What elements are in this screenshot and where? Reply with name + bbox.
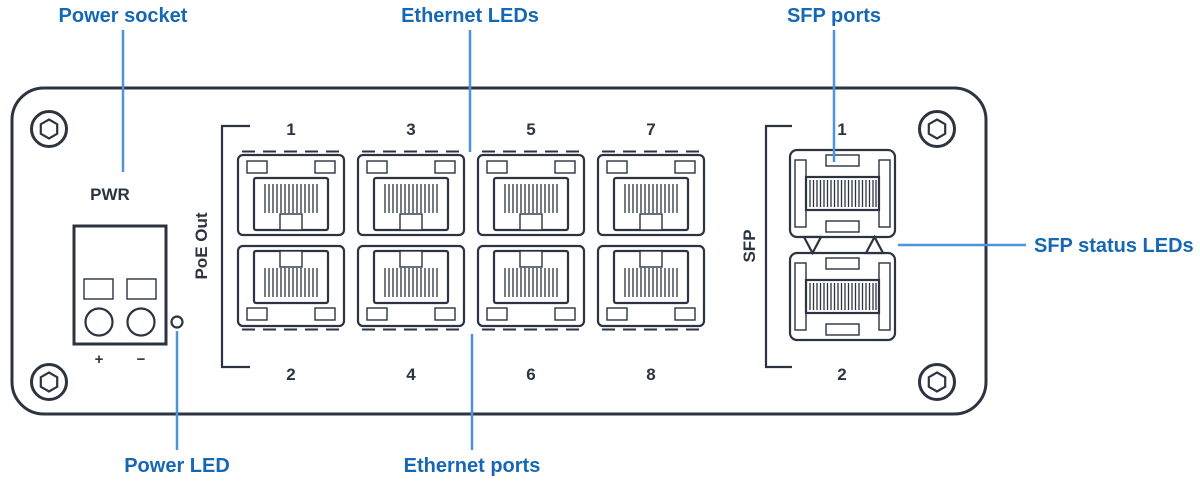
sfp-bracket-label: SFP — [740, 229, 759, 262]
corner-screw-bottom-right — [918, 363, 956, 401]
power-led-callout: Power LED — [124, 455, 230, 477]
ethernet-leds-callout: Ethernet LEDs — [401, 5, 539, 27]
ethernet-port-4 — [356, 244, 466, 331]
ethernet-port-3 — [356, 150, 466, 237]
power-terminal-left — [83, 278, 114, 300]
poe-bracket — [220, 124, 250, 369]
ethernet-port-number-1: 1 — [286, 120, 295, 139]
sfp-port-2 — [788, 251, 897, 342]
power-terminal-right — [126, 278, 157, 300]
power-screw-right — [126, 307, 156, 337]
ethernet-port-number-6: 6 — [526, 365, 535, 384]
sfp-status-led-down-triangle — [802, 235, 823, 256]
ethernet-bottom-numbers: 2 4 6 8 — [286, 365, 655, 384]
sfp-port-1 — [788, 148, 897, 239]
sfp-bracket — [764, 124, 792, 369]
power-led-indicator — [170, 315, 184, 329]
ethernet-port-8 — [596, 244, 706, 331]
ethernet-port-7 — [596, 150, 706, 237]
poe-bracket-label: PoE Out — [192, 212, 211, 279]
ethernet-top-numbers: 1 3 5 7 — [286, 120, 655, 139]
power-minus-sign: − — [137, 351, 146, 368]
sfp-status-led-up-triangle — [864, 234, 885, 255]
power-socket-group: PWR + − — [72, 185, 184, 368]
ethernet-port-number-2: 2 — [286, 365, 295, 384]
sfp-status-leds-callout: SFP status LEDs — [1034, 235, 1194, 257]
ethernet-port-1 — [236, 150, 346, 237]
power-socket-callout: Power socket — [59, 5, 188, 27]
corner-screw-top-right — [918, 110, 956, 148]
ethernet-port-number-5: 5 — [526, 120, 535, 139]
callout-labels: Power socket Ethernet LEDs SFP ports SFP… — [59, 5, 1194, 477]
ethernet-port-5 — [476, 150, 586, 237]
power-socket-title: PWR — [90, 185, 130, 204]
sfp-ports-callout: SFP ports — [787, 5, 881, 27]
ethernet-port-number-7: 7 — [646, 120, 655, 139]
sfp-group: SFP 1 2 — [740, 120, 897, 384]
power-screw-left — [84, 307, 114, 337]
ethernet-port-number-8: 8 — [646, 365, 655, 384]
corner-screw-top-left — [30, 110, 68, 148]
corner-screw-bottom-left — [30, 363, 68, 401]
ethernet-port-2 — [236, 244, 346, 331]
ethernet-port-6 — [476, 244, 586, 331]
ethernet-ports-callout: Ethernet ports — [404, 455, 541, 477]
sfp-port-number-1: 1 — [837, 120, 846, 139]
sfp-port-number-2: 2 — [837, 365, 846, 384]
ethernet-port-number-4: 4 — [406, 365, 416, 384]
ethernet-port-number-3: 3 — [406, 120, 415, 139]
poe-group: PoE Out — [192, 124, 250, 369]
power-plus-sign: + — [95, 351, 104, 368]
callout-leaders — [121, 30, 1026, 450]
